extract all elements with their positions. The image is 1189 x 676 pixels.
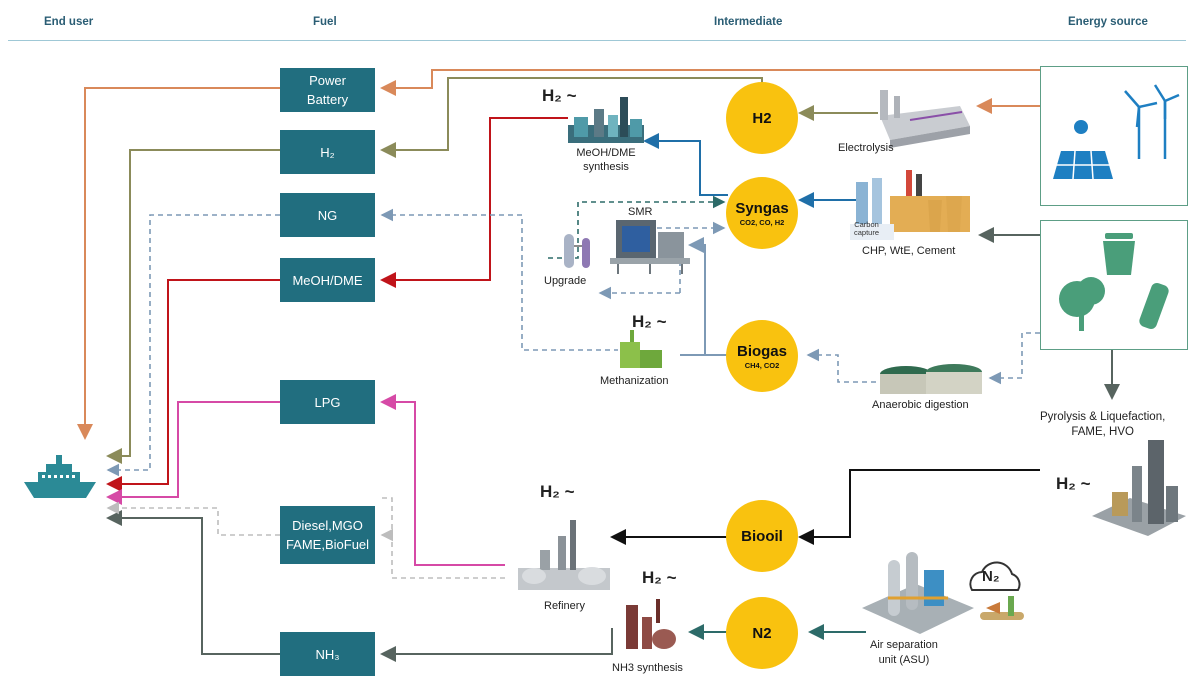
header-fuel: Fuel <box>313 16 337 28</box>
nh3-plant-icon <box>626 599 676 649</box>
smr-icon <box>610 220 690 274</box>
h2-marker-pyrolysis: H₂ ~ <box>1056 474 1091 493</box>
h2-marker-refinery: H₂ ~ <box>540 482 575 501</box>
waste-biomass-icon <box>1059 233 1169 331</box>
h2-marker-nh3: H₂ ~ <box>642 568 677 587</box>
methanization-icon <box>620 330 662 368</box>
label-methanization: Methanization <box>600 375 669 387</box>
header-divider <box>8 40 1186 41</box>
label-chp: CHP, WtE, Cement <box>862 245 956 257</box>
chp-plant-icon <box>850 170 970 240</box>
label-nh3-synthesis: NH3 synthesis <box>612 662 683 674</box>
renewable-energy-source <box>1040 66 1188 206</box>
intermediate-biogas: Biogas CH4, CO2 <box>726 320 798 392</box>
label-pyrolysis: Pyrolysis & Liquefaction,FAME, HVO <box>1040 411 1166 438</box>
n2-cloud-desert-icon <box>969 561 1024 620</box>
meoh-plant-icon <box>568 97 644 143</box>
h2-marker-methanization: H₂ ~ <box>632 312 667 331</box>
header-end-user: End user <box>44 16 94 28</box>
asu-plant-icon <box>862 552 974 634</box>
electrolysis-icon <box>880 90 970 148</box>
intermediate-h2: H2 <box>726 82 798 154</box>
fuel-h2: H₂ <box>280 130 375 174</box>
biomass-waste-source <box>1040 220 1188 350</box>
fuel-ng: NG <box>280 193 375 237</box>
intermediate-syngas: Syngas CO2, CO, H2 <box>726 177 798 249</box>
ship-icon <box>24 455 96 498</box>
header-intermediate: Intermediate <box>714 16 783 28</box>
anaerobic-digester-icon <box>880 364 982 394</box>
fuel-lpg: LPG <box>280 380 375 424</box>
intermediate-biooil: Biooil <box>726 500 798 572</box>
label-upgrade: Upgrade <box>544 275 587 287</box>
refinery-icon <box>518 520 610 590</box>
header-energy-source: Energy source <box>1068 16 1148 28</box>
label-n2-cloud: N₂ <box>982 568 1000 585</box>
fuel-meoh-dme: MeOH/DME <box>280 258 375 302</box>
pyrolysis-plant-icon <box>1092 440 1186 536</box>
intermediate-n2: N2 <box>726 597 798 669</box>
label-electrolysis: Electrolysis <box>838 142 894 154</box>
upgrade-icon <box>564 234 590 268</box>
solar-wind-icon <box>1053 84 1180 180</box>
label-anaerobic-digestion: Anaerobic digestion <box>872 399 969 411</box>
label-smr: SMR <box>628 206 653 218</box>
label-refinery: Refinery <box>544 600 585 612</box>
h2-marker-meoh: H₂ ~ <box>542 86 577 105</box>
fuel-nh3: NH₃ <box>280 632 375 676</box>
